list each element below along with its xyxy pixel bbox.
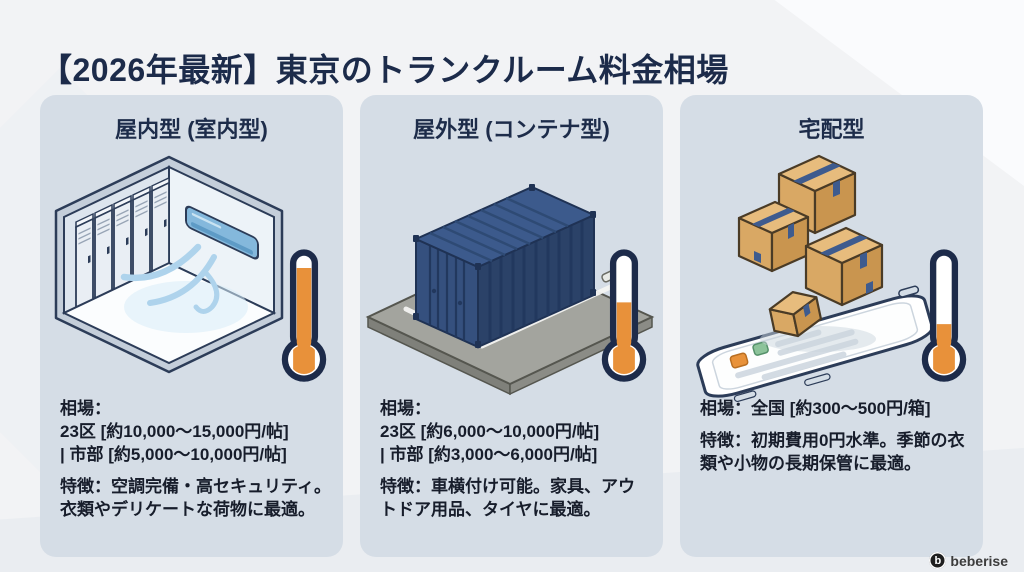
market-line-23ku: 23区 [約6,000～10,000円/帖] (380, 422, 600, 442)
card-row: 屋内型 (室内型) (40, 95, 983, 557)
thermometer-icon (281, 249, 327, 382)
market-price-text: 相場： 23区 [約10,000～15,000円/帖] | 市部 [約5,000… (60, 397, 331, 466)
card-indoor-type: 屋内型 (室内型) (40, 95, 343, 557)
market-price-text: 相場： 23区 [約6,000～10,000円/帖] | 市部 [約3,000～… (380, 397, 651, 466)
thermometer-icon (921, 249, 967, 382)
brand-name: beberise (950, 552, 1008, 569)
card-text-block: 相場： 23区 [約10,000～15,000円/帖] | 市部 [約5,000… (60, 397, 331, 522)
thermometer-fill (293, 267, 315, 374)
market-price-text: 相場：全国 [約300～500円/箱] (700, 397, 971, 420)
card-title: 屋内型 (室内型) (115, 117, 268, 142)
card-title: 屋外型 (コンテナ型) (413, 117, 610, 142)
features-text: 特徴：車横付け可能。家具、アウトドア用品、タイヤに最適。 (380, 477, 635, 520)
card-text-block: 相場： 23区 [約6,000～10,000円/帖] | 市部 [約3,000～… (380, 397, 651, 522)
market-line-shibu: | 市部 [約3,000～6,000円/帖] (380, 445, 598, 465)
market-line-shibu: | 市部 [約5,000～10,000円/帖] (60, 445, 287, 465)
market-line-national: 相場：全国 [約300～500円/箱] (700, 399, 931, 418)
market-label: 相場： (380, 399, 431, 418)
brand-mark-icon: b (929, 552, 947, 569)
indoor-room-lockers-aircon-icon (54, 155, 284, 374)
market-line-23ku: 23区 [約10,000～15,000円/帖] (60, 422, 289, 442)
features-text: 特徴：初期費用0円水準。季節の衣類や小物の長期保管に最適。 (700, 431, 965, 474)
market-label: 相場： (60, 399, 111, 418)
card-outdoor-type: 屋外型 (コンテナ型) (360, 95, 663, 557)
card-delivery-type: 宅配型 (680, 95, 983, 557)
thermometer-fill (933, 324, 955, 374)
card-title: 宅配型 (798, 117, 865, 142)
page-title: 【2026年最新】東京のトランクルーム料金相場 (40, 52, 729, 89)
card-text-block: 相場：全国 [約300～500円/箱] 特徴：初期費用0円水準。季節の衣類や小物… (700, 397, 971, 475)
thermometer-icon (601, 249, 647, 382)
brand-logo: b beberise (929, 552, 1008, 569)
features-text: 特徴：空調完備・高セキュリティ。衣類やデリケートな荷物に最適。 (60, 477, 331, 520)
